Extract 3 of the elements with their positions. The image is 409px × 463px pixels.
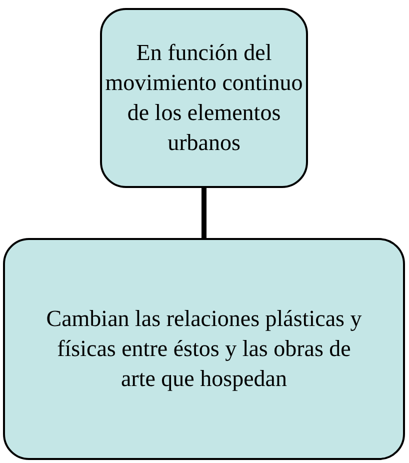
text-box: En función del movimiento continuo de los elementos urbanos	[100, 8, 308, 188]
connector-line	[202, 188, 206, 238]
text-box: Cambian las relaciones plásticas y físicas entre éstos y las obras de arte que hospedan	[3, 238, 405, 460]
